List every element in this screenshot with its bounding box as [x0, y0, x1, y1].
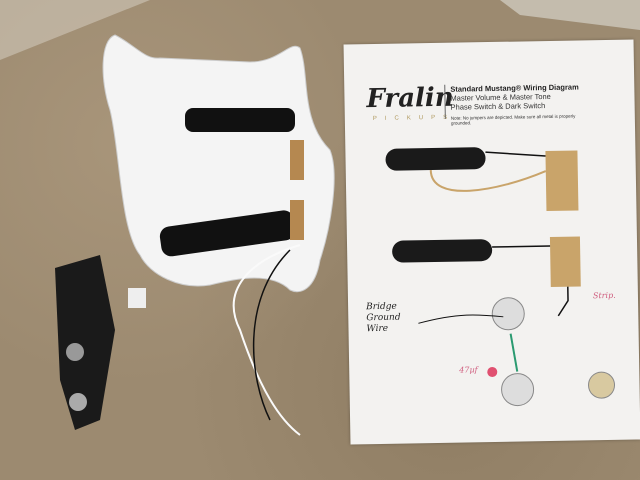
dark-switch — [549, 236, 581, 287]
output-jack — [588, 371, 616, 399]
plastic-sheet-right — [500, 0, 640, 30]
pot — [66, 343, 84, 361]
wire-black — [485, 151, 569, 317]
plastic-sheet — [0, 0, 150, 60]
volume-pot — [491, 297, 525, 331]
strip-label: Strip. — [592, 290, 616, 301]
black-wire — [252, 249, 291, 421]
capacitor — [487, 367, 498, 378]
bridge-ground-label: Bridge Ground Wire — [366, 301, 401, 335]
cap-label: 47µf — [459, 365, 478, 375]
wire — [429, 169, 547, 192]
phase-switch — [545, 150, 579, 212]
tone-pot — [501, 373, 535, 407]
jack — [69, 393, 87, 411]
neck-pickup-drawing — [385, 147, 486, 171]
control-plate — [55, 255, 115, 430]
switch-1 — [290, 140, 304, 180]
ground-wire — [418, 314, 504, 324]
bridge-pickup — [159, 210, 296, 257]
wiring-diagram-sheet: Fralin PICKUPS Standard Mustang® Wiring … — [343, 39, 640, 445]
connector — [128, 288, 146, 308]
switch-2 — [290, 200, 304, 240]
bridge-pickup-drawing — [392, 239, 493, 263]
white-wire — [232, 244, 301, 436]
green-wire — [509, 333, 519, 372]
neck-pickup — [185, 108, 295, 132]
diagram-drawing — [385, 147, 616, 407]
